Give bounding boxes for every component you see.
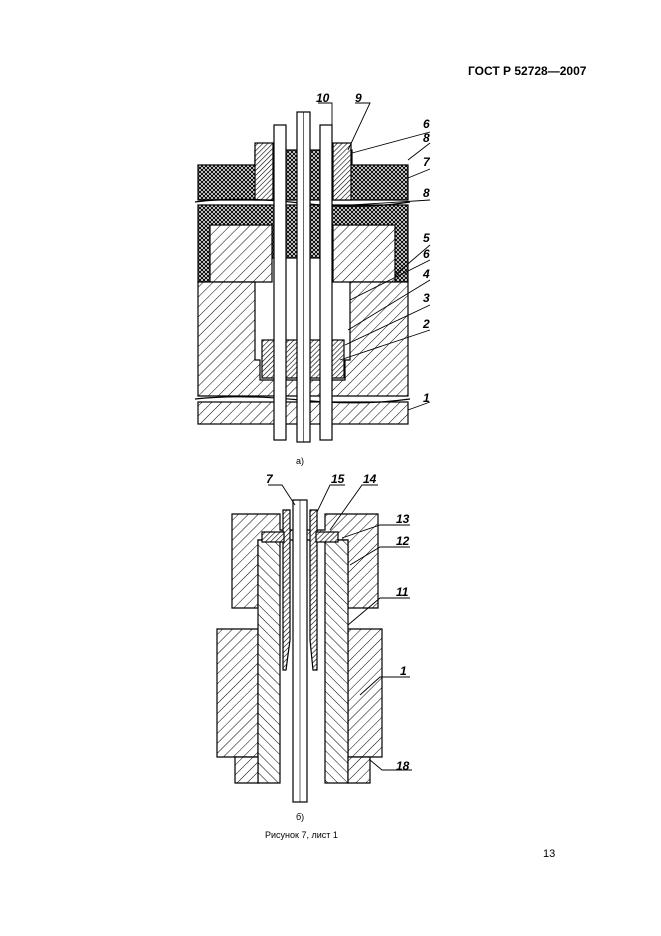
callout-8: 8	[423, 131, 430, 145]
callout-1: 1	[400, 664, 407, 678]
callout-2: 2	[422, 317, 430, 331]
figure-a-callouts: 10 9 6 8 7 8 5 6 4 3 2 1	[316, 91, 431, 405]
callout-7: 7	[266, 472, 274, 486]
callout-11: 11	[396, 585, 409, 599]
callout-15: 15	[331, 472, 345, 486]
callout-9: 9	[355, 91, 362, 105]
figure-a-caption: а)	[296, 456, 305, 466]
callout-3: 3	[423, 291, 430, 305]
callout-1: 1	[423, 391, 430, 405]
figure-b-drawing	[216, 499, 383, 803]
callout-8b: 8	[423, 186, 430, 200]
figure-title: Рисунок 7, лист 1	[265, 830, 338, 840]
figure-b-leaders	[268, 484, 412, 771]
figure-a-drawing	[194, 111, 411, 443]
page-number: 13	[543, 848, 556, 860]
callout-6b: 6	[423, 247, 430, 261]
callout-6: 6	[423, 117, 430, 131]
callout-13: 13	[396, 512, 410, 526]
callout-12: 12	[396, 534, 410, 548]
callout-7: 7	[423, 155, 431, 169]
callout-14: 14	[363, 472, 377, 486]
callout-18: 18	[396, 759, 410, 773]
figure-a-leaders	[318, 102, 431, 411]
figure-b-caption: б)	[296, 812, 305, 822]
document-header: ГОСТ Р 52728—2007	[468, 64, 587, 78]
callout-10: 10	[316, 91, 330, 105]
figure-b-callouts: 7 15 14 13 12 11 1 18	[266, 472, 410, 773]
callout-5: 5	[423, 231, 430, 245]
callout-4: 4	[422, 267, 430, 281]
